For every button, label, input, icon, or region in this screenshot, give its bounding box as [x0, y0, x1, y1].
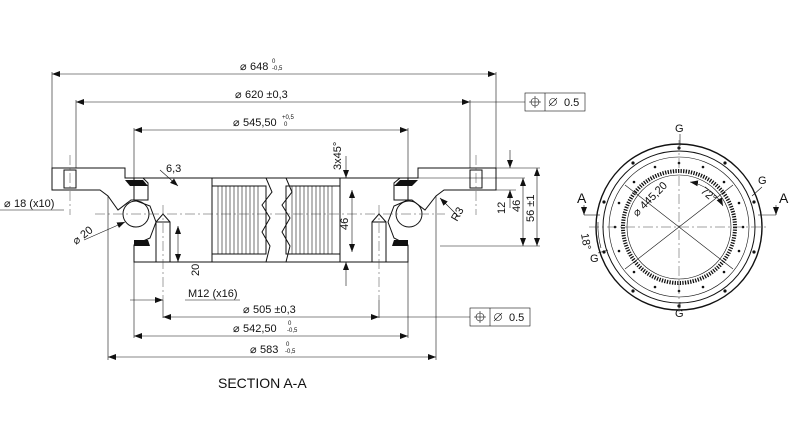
svg-text:⌀: ⌀ [243, 304, 250, 316]
gear-teeth-left [217, 186, 259, 254]
dim-m12: M12 (x16) [188, 288, 238, 300]
dim-545: 545,50 [243, 117, 277, 129]
dim-542: 542,50 [243, 323, 277, 335]
dim-12: 12 [496, 202, 508, 214]
dim-620: 620 ±0,3 [245, 89, 288, 101]
svg-text:⌀: ⌀ [233, 323, 240, 335]
seal-bottom-left [134, 240, 150, 246]
gear-teeth-right [291, 186, 333, 254]
tolerance-value-1: 0.5 [564, 97, 579, 109]
dim-6-3: 6,3 [166, 163, 181, 175]
inner-bolt-holes [613, 161, 745, 293]
svg-text:⌀: ⌀ [4, 198, 11, 210]
seal-bottom-right [392, 240, 408, 246]
outer-ring-left [51, 167, 149, 211]
dim-648: 648 [250, 61, 268, 73]
svg-text:⌀: ⌀ [240, 61, 247, 73]
seal-top-right [394, 180, 418, 186]
svg-text:⌀: ⌀ [250, 344, 257, 356]
angle-72: 72° [698, 185, 718, 205]
dim-46-inner: 46 [339, 218, 351, 230]
dim-542-tol-top: 0 [288, 321, 292, 327]
tolerance-value-2: 0.5 [509, 312, 524, 324]
dim-648-tol-bot: -0,5 [272, 66, 283, 72]
dim-r3: R3 [449, 205, 466, 223]
chamfer-top: 3x45° [332, 142, 344, 170]
position-tolerance-frame: 0.5 [469, 307, 531, 327]
label-g-top: G [675, 123, 684, 135]
label-g-left: G [590, 253, 599, 265]
break-line [261, 177, 273, 263]
dim-542-tol-bot: -0,5 [287, 328, 298, 334]
dim-583: 583 [260, 344, 278, 356]
inner-ring-left [133, 177, 213, 263]
dim-545-tol-bot: 0 [284, 122, 288, 128]
seal-top-left [125, 180, 148, 186]
svg-text:⌀: ⌀ [235, 89, 242, 101]
dim-20-ball: 20 [78, 224, 95, 241]
dimension-texts: ⌀ 648 0 -0,5 ⌀ 620 ±0,3 ⌀ 545,50 +0,5 0 … [4, 59, 537, 356]
dim-583-tol-bot: -0,5 [285, 349, 296, 355]
label-g-bottom: G [675, 308, 684, 320]
dim-20-bolt: 20 [190, 264, 202, 276]
section-view [51, 155, 497, 300]
dim-545-tol-top: +0,5 [282, 115, 295, 121]
label-g-right: G [758, 175, 767, 187]
break-line [281, 177, 293, 263]
dim-648-tol-top: 0 [272, 59, 276, 65]
section-letter-left: A [577, 190, 587, 206]
dimension-lines [0, 71, 540, 360]
outer-ring-right [393, 167, 497, 211]
dim-56: 56 ±1 [525, 195, 537, 222]
dim-583-tol-top: 0 [286, 342, 290, 348]
plan-view [581, 134, 779, 314]
dim-46: 46 [511, 200, 523, 212]
dim-18: 18 (x10) [14, 198, 54, 210]
dim-505: 505 ±0,3 [253, 304, 296, 316]
svg-text:⌀: ⌀ [233, 117, 240, 129]
position-tolerance-frame: 0.5 [524, 92, 586, 112]
plan-view-labels: A A G G G G ⌀ 445,20 72° 18° [577, 123, 789, 320]
angle-18: 18° [578, 232, 593, 250]
section-letter-right: A [779, 190, 789, 206]
section-title: SECTION A-A [218, 375, 307, 391]
